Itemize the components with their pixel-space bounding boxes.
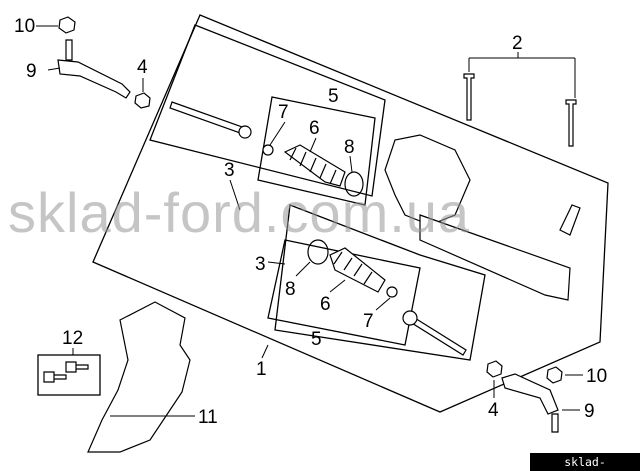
nut-left-4 (134, 92, 151, 109)
callout-6-upper: 6 (309, 118, 320, 139)
upper-clamp-large (344, 171, 364, 197)
callout-1-rack: 1 (256, 359, 267, 380)
shield-bolt-2 (65, 361, 89, 373)
callout-5-upper: 5 (328, 86, 339, 107)
upper-tie-rod-box (149, 24, 386, 197)
bolt-left (463, 73, 475, 121)
callout-9-tie-rod-end-left: 9 (26, 61, 37, 82)
upper-boot (283, 144, 346, 187)
callout-5-lower: 5 (311, 329, 322, 350)
upper-clamp-small (262, 144, 274, 156)
callout-9-tie-rod-end-right: 9 (584, 401, 595, 422)
pinion-shaft (559, 204, 581, 236)
tie-rod-end-right (501, 373, 559, 415)
upper-inner-tie-rod (169, 101, 246, 135)
lower-tie-rod-joint (402, 310, 418, 326)
callout-3-upper: 3 (224, 160, 235, 181)
lower-clamp-small (386, 286, 398, 298)
callout-7-upper: 7 (278, 102, 289, 123)
tie-rod-end-left-stud (65, 39, 73, 61)
callout-10-nut-right: 10 (586, 366, 607, 387)
site-badge: sklad-ford.com.ua (530, 453, 640, 471)
callout-2-bolts: 2 (512, 33, 523, 54)
callout-8-lower: 8 (285, 279, 296, 300)
tie-rod-end-right-stud (551, 413, 559, 433)
bolt-right (565, 99, 577, 147)
callout-4-nut-right: 4 (488, 400, 499, 421)
lower-boot-kit-box (267, 239, 421, 346)
shield-bolts-box (37, 354, 101, 396)
tie-rod-end-left (57, 59, 131, 99)
shield-bolt-1 (43, 371, 67, 383)
callout-10-nut-top-left: 10 (14, 16, 35, 37)
upper-tie-rod-joint (238, 125, 252, 139)
callout-12-shield-bolts: 12 (62, 328, 83, 349)
watermark: sklad-ford.com.ua (8, 181, 470, 244)
callout-3-lower: 3 (255, 254, 266, 275)
callout-8-upper: 8 (344, 137, 355, 158)
upper-boot-kit-box (257, 96, 376, 206)
callout-6-lower: 6 (320, 294, 331, 315)
lower-clamp-large (307, 239, 329, 265)
callout-4-nut-left: 4 (137, 57, 148, 78)
heat-shield (87, 301, 191, 453)
rack-tube (419, 214, 571, 301)
callout-7-lower: 7 (363, 311, 374, 332)
lower-tie-rod-box (274, 204, 486, 361)
nut-right-10 (546, 366, 563, 384)
steering-gear-housing (384, 134, 471, 226)
nut-top-left (58, 16, 76, 34)
nut-right-4 (486, 360, 503, 378)
callout-11-heat-shield: 11 (198, 407, 218, 428)
